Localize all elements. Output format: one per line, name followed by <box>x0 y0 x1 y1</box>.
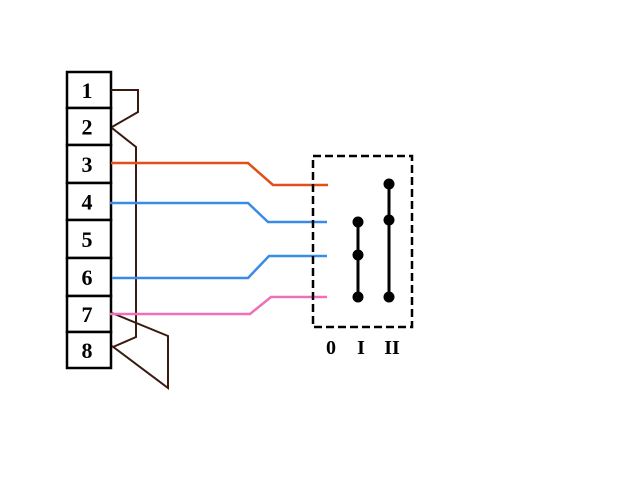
switch-box <box>311 154 414 329</box>
pin-label: 5 <box>82 227 93 252</box>
contact-dot <box>383 291 395 303</box>
contact-dot <box>352 216 364 228</box>
pin-cell <box>65 330 113 370</box>
pin-cell <box>65 256 113 298</box>
switch-contacts <box>352 178 395 303</box>
position-label-I: I <box>357 337 365 359</box>
jumper-1-2 <box>111 89 139 128</box>
pin-label: 7 <box>82 302 93 327</box>
connector: 1 2 3 4 5 6 7 8 <box>65 70 113 370</box>
pin-label: 6 <box>82 265 93 290</box>
contact-dot <box>352 291 364 303</box>
jumper-2-8 <box>111 127 137 348</box>
position-label-II: II <box>384 337 400 359</box>
pin-label: 8 <box>82 338 93 363</box>
wire-pin7-pink <box>110 295 327 316</box>
switch-position-labels: 0 I II <box>326 337 400 359</box>
pin-label: 3 <box>82 152 93 177</box>
wires <box>110 161 328 316</box>
contact-dot <box>383 178 395 190</box>
contact-dot <box>352 249 364 261</box>
pin-label: 4 <box>82 190 93 215</box>
wire-pin6-blue <box>112 254 327 280</box>
jumper-7-8 <box>111 312 169 390</box>
pin-label: 2 <box>82 115 93 140</box>
pin-cell <box>65 181 113 222</box>
position-label-0: 0 <box>326 337 336 359</box>
wire-pin4-blue <box>110 201 327 224</box>
jumpers <box>111 89 169 390</box>
contact-dot <box>383 214 395 226</box>
pin-label: 1 <box>82 78 93 103</box>
wire-pin3-orange <box>111 161 328 187</box>
